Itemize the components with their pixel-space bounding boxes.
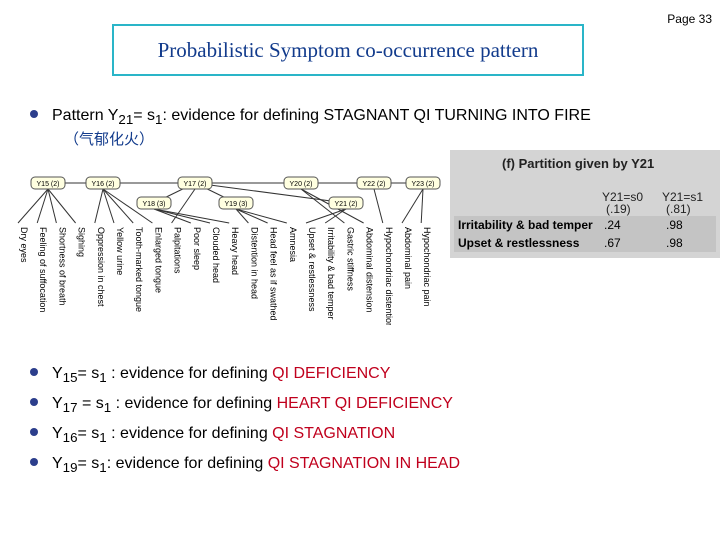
latent-node-label: Y16 (2): [92, 181, 115, 188]
symptom-leaf-label: Hypochondriac pain: [422, 227, 432, 307]
symptom-leaf-label: Hypochondriac distention: [384, 227, 394, 325]
symptom-leaf-label: Irritability & bad temper: [326, 227, 336, 320]
symptom-leaf-label: Palpitations: [173, 227, 183, 274]
bullet-y17: Y17 = s1 : evidence for defining HEART Q…: [30, 394, 453, 418]
bullet-dot: [30, 397, 38, 406]
latent-node-label: Y22 (2): [363, 181, 386, 188]
latent-node-label: Y17 (2): [184, 181, 207, 188]
symptom-leaf-label: Feeling of suffocation: [38, 227, 48, 312]
symptom-leaf-label: Distention in head: [249, 227, 259, 299]
highlight-term: HEART QI DEFICIENCY: [276, 395, 453, 412]
latent-node: [85, 176, 121, 190]
symptom-leaf-label: Sighing: [77, 227, 87, 257]
bullet-pattern-y21: Pattern Y21= s1: evidence for defining S…: [30, 106, 591, 130]
chinese-term: （气郁化火）: [64, 130, 155, 148]
bullet-y15: Y15= s1 : evidence for defining QI DEFIC…: [30, 364, 390, 388]
symptom-leaf-label: Head feel as if swathed: [269, 227, 279, 321]
symptom-leaf-label: Abdominal distension: [365, 227, 375, 313]
latent-node: [177, 176, 213, 190]
symptom-leaf-label: Amnesia: [288, 227, 298, 262]
latent-node-label: Y15 (2): [37, 181, 60, 188]
bullet-dot: [30, 457, 38, 466]
latent-node-label: Y20 (2): [290, 181, 313, 188]
table-row: Irritability & bad temper .24 .98: [454, 216, 716, 234]
slide-title: Probabilistic Symptom co-occurrence patt…: [112, 24, 584, 76]
latent-node-label: Y19 (3): [225, 201, 248, 208]
highlight-term: QI STAGNATION IN HEAD: [267, 455, 461, 472]
highlight-term: QI DEFICIENCY: [272, 365, 391, 382]
col-header-s0: Y21=s0: [602, 190, 644, 204]
symptom-tree-diagram: Y15 (2) Y16 (2) Y17 (2) Y20 (2) Y22 (2) Y23 (…: [17, 176, 441, 325]
symptom-leaf-label: Gastric stiffness: [345, 227, 355, 291]
bullet-y19: Y19= s1: evidence for defining QI STAGNA…: [30, 454, 460, 478]
symptom-leaf-label: Heavy head: [230, 227, 240, 275]
symptom-leaf-label: Oppression in chest: [96, 227, 106, 307]
latent-node: [356, 176, 392, 190]
partition-caption: (f) Partition given by Y21: [502, 156, 655, 171]
prior-s0: (.19): [606, 202, 631, 216]
bullet-dot: [30, 109, 38, 118]
symptom-leaf-label: Upset & restlessness: [307, 227, 317, 312]
latent-node-label: Y23 (2): [412, 181, 435, 188]
symptom-leaf-label: Poor sleep: [192, 227, 202, 270]
col-header-s1: Y21=s1: [662, 190, 704, 204]
latent-node: [218, 196, 254, 210]
bullet-y16: Y16= s1 : evidence for defining QI STAGN…: [30, 424, 395, 448]
bullet-dot: [30, 367, 38, 376]
table-row: Upset & restlessness .67 .98: [454, 234, 716, 252]
symptom-leaf-label: Dry eyes: [19, 227, 29, 263]
latent-node: [30, 176, 66, 190]
symptom-leaf-label: Enlarged tongue: [153, 227, 163, 293]
symptom-leaf-label: Clouded head: [211, 227, 221, 283]
latent-node: [328, 196, 364, 210]
symptom-leaf-label: Abdominal pain: [403, 227, 413, 289]
symptom-leaf-label: Tooth-marked tongue: [134, 227, 144, 312]
bullet-dot: [30, 427, 38, 436]
symptom-leaf-label: Yellow urine: [115, 227, 125, 275]
symptom-leaf-label: Shortness of breath: [57, 227, 67, 306]
partition-table: (f) Partition given by Y21 Y21=s0 Y21=s1…: [450, 150, 720, 258]
prior-s1: (.81): [666, 202, 691, 216]
latent-node: [136, 196, 172, 210]
latent-node: [405, 176, 441, 190]
latent-node: [283, 176, 319, 190]
page-number: Page 33: [667, 12, 712, 26]
latent-node-label: Y18 (3): [143, 201, 166, 208]
highlight-term: QI STAGNATION: [272, 425, 396, 442]
latent-node-label: Y21 (2): [335, 201, 358, 208]
